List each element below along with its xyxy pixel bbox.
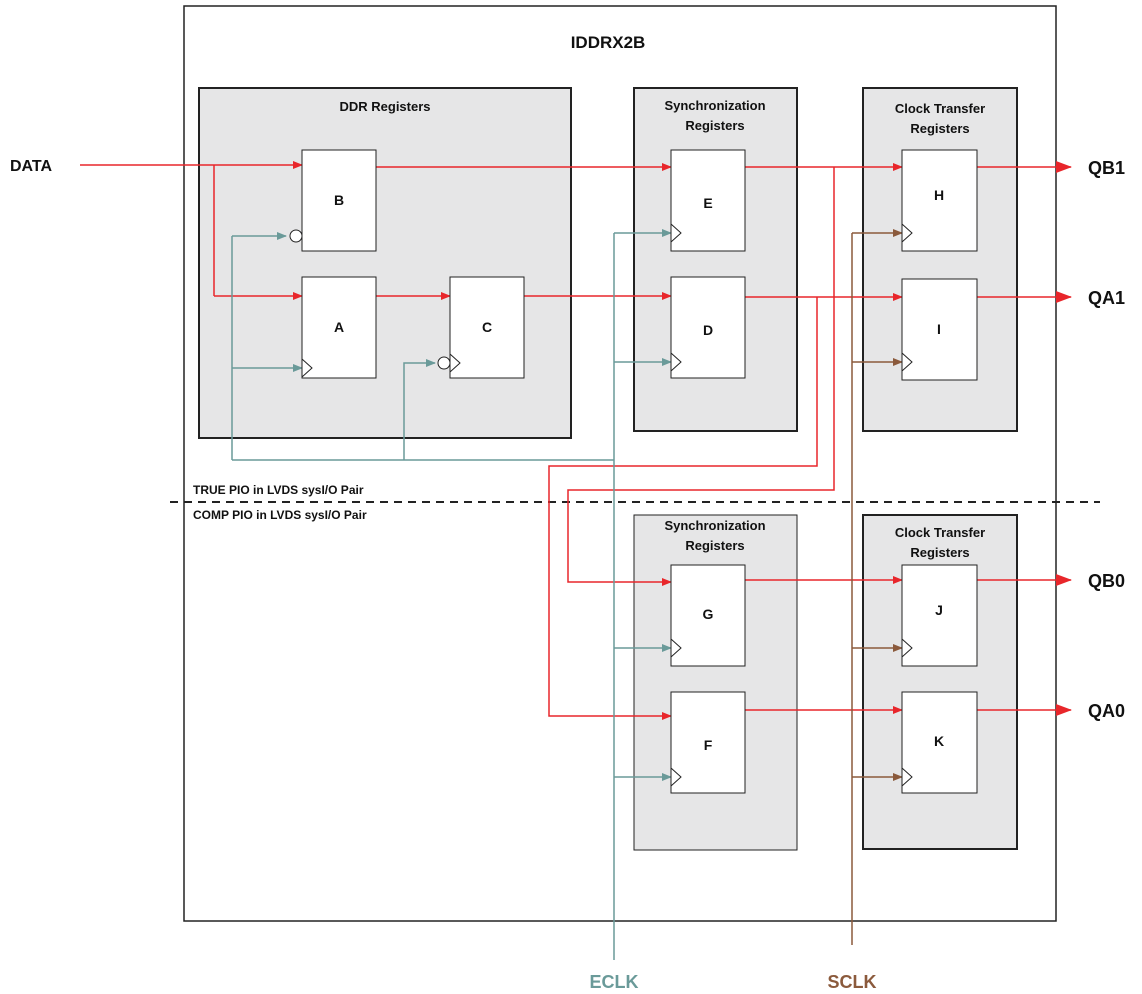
register-g: G: [670, 564, 746, 667]
sync-top-title-line2: Registers: [685, 118, 744, 133]
register-b-label: B: [334, 192, 344, 208]
ct-bot-title-line1: Clock Transfer: [895, 525, 985, 540]
ddr-registers-group: DDR Registers: [198, 87, 572, 439]
register-d: D: [670, 276, 746, 379]
register-h-label: H: [934, 187, 944, 203]
register-d-label: D: [703, 322, 713, 338]
qb0-output-label: QB0: [1088, 571, 1125, 591]
qa1-output-label: QA1: [1088, 288, 1125, 308]
register-f-label: F: [704, 737, 713, 753]
register-c-label: C: [482, 319, 492, 335]
register-a: A: [301, 276, 377, 379]
register-b: B: [289, 149, 377, 252]
register-f: F: [670, 691, 746, 794]
register-a-label: A: [334, 319, 344, 335]
eclk-wires: [231, 229, 672, 960]
output-wires: [977, 161, 1072, 716]
ct-top-title-line2: Registers: [910, 121, 969, 136]
true-pio-label: TRUE PIO in LVDS sysI/O Pair: [193, 483, 364, 497]
ddr-registers-title: DDR Registers: [339, 99, 430, 114]
data-input-label: DATA: [10, 158, 53, 175]
sclk-label: SCLK: [828, 972, 877, 992]
register-e: E: [670, 149, 746, 252]
qa0-output-label: QA0: [1088, 701, 1125, 721]
comp-pio-label: COMP PIO in LVDS sysI/O Pair: [193, 508, 367, 522]
register-k: K: [901, 691, 978, 794]
ct-top-title-line1: Clock Transfer: [895, 101, 985, 116]
eclk-label: ECLK: [590, 972, 639, 992]
register-h: H: [901, 149, 978, 252]
register-e-label: E: [703, 195, 712, 211]
sclk-wires: [851, 229, 903, 945]
register-j: J: [901, 564, 978, 667]
register-k-label: K: [934, 733, 944, 749]
ct-bot-title-line2: Registers: [910, 545, 969, 560]
register-i-label: I: [937, 321, 941, 337]
qb1-output-label: QB1: [1088, 158, 1125, 178]
sync-registers-top-group: Synchronization Registers: [633, 87, 798, 432]
sync-top-title-line1: Synchronization: [664, 98, 765, 113]
data-wires: [80, 161, 903, 720]
block-title: IDDRX2B: [571, 33, 646, 52]
register-c: C: [437, 276, 525, 379]
sync-bot-title-line1: Synchronization: [664, 518, 765, 533]
register-i: I: [901, 278, 978, 381]
register-g-label: G: [703, 606, 714, 622]
register-j-label: J: [935, 602, 943, 618]
sync-bot-title-line2: Registers: [685, 538, 744, 553]
